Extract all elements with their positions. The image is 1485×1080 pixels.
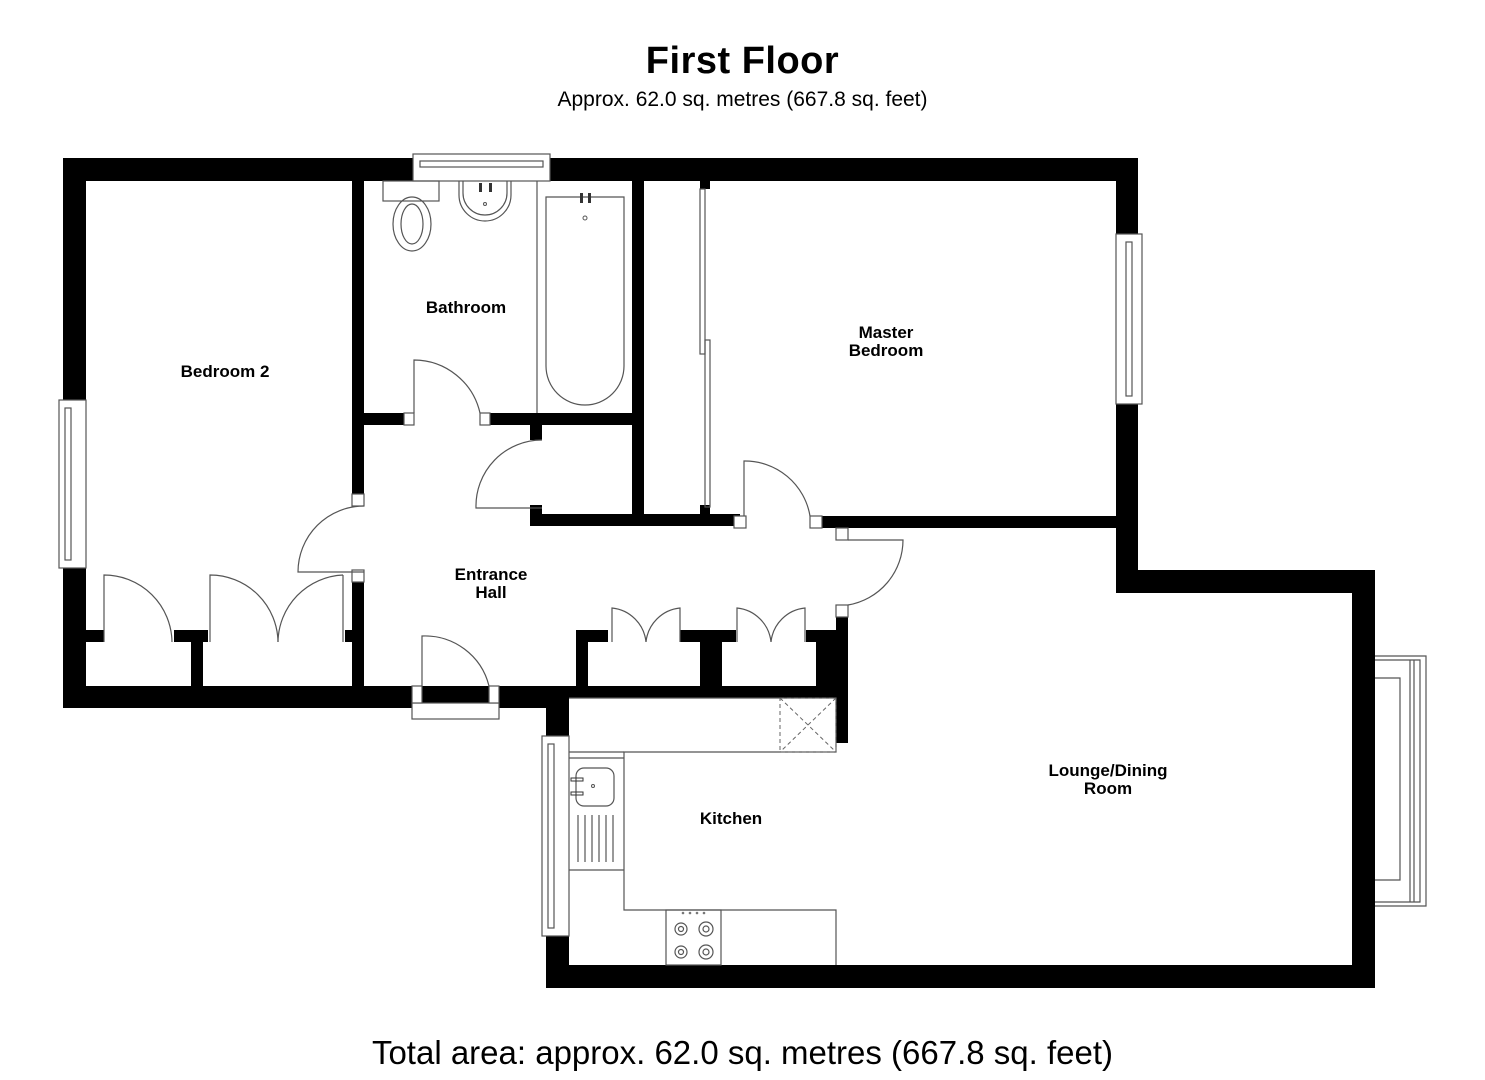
floor-area-subtitle: Approx. 62.0 sq. metres (667.8 sq. feet) bbox=[557, 88, 928, 111]
kitchen-fixtures bbox=[569, 697, 837, 966]
room-label-bedroom-2: Bedroom 2 bbox=[180, 362, 270, 381]
room-label-kitchen: Kitchen bbox=[699, 809, 763, 828]
floor-title: First Floor bbox=[645, 40, 840, 82]
exterior-walls bbox=[63, 158, 1375, 988]
room-label-bathroom: Bathroom bbox=[425, 298, 507, 317]
room-label-lounge-dining-room: Lounge/Dining Room bbox=[1048, 761, 1168, 798]
room-label-entrance-hall: Entrance Hall bbox=[454, 565, 528, 602]
wardrobe-sliding-doors bbox=[699, 188, 711, 508]
doors bbox=[103, 359, 904, 704]
windows bbox=[58, 153, 1427, 937]
room-label-master-bedroom: Master Bedroom bbox=[848, 323, 924, 360]
bathroom-fixtures bbox=[382, 180, 625, 413]
interior-walls bbox=[86, 181, 1116, 743]
total-area-footer: Total area: approx. 62.0 sq. metres (667… bbox=[371, 1034, 1114, 1071]
